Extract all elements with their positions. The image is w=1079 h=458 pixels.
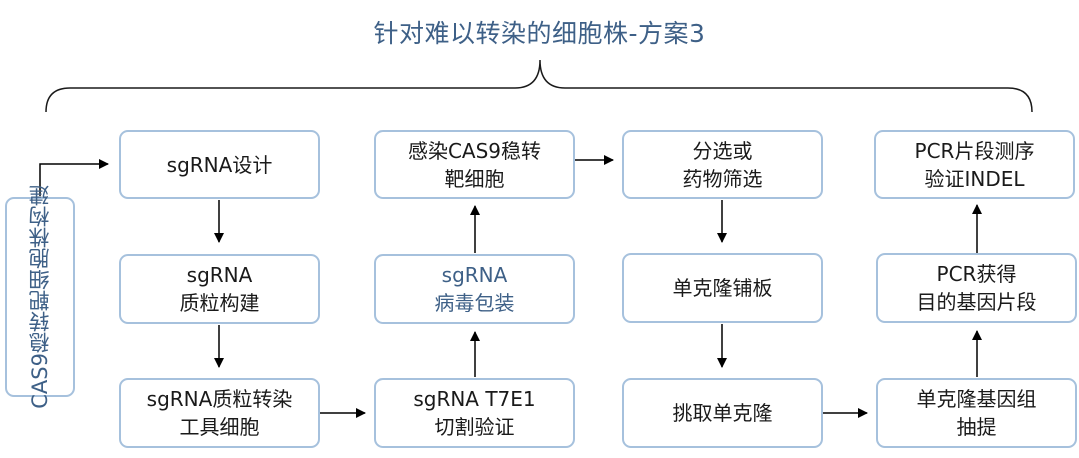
step-label-line: 工具细胞 xyxy=(179,415,260,439)
step-label-line: 切割验证 xyxy=(434,415,515,439)
top-brace xyxy=(45,59,1033,113)
step-sort-or-drug-select: 分选或 药物筛选 xyxy=(622,130,823,199)
step-label-line: 病毒包装 xyxy=(434,291,515,315)
step-label-line: 靶细胞 xyxy=(444,166,505,191)
step-label-line: 目的基因片段 xyxy=(916,290,1037,314)
step-label-line: sgRNA xyxy=(441,263,508,287)
step-plasmid-build: sgRNA 质粒构建 xyxy=(119,254,320,324)
step-label-line: 单克隆铺板 xyxy=(672,276,773,300)
step-pcr-target-fragment: PCR获得 目的基因片段 xyxy=(876,253,1077,323)
step-genome-extraction: 单克隆基因组 抽提 xyxy=(876,378,1077,448)
step-infect-target-cells: 感染CAS9稳转 靶细胞 xyxy=(374,130,575,199)
step-label-line: 抽提 xyxy=(956,415,997,439)
step-label-line: 药物筛选 xyxy=(682,166,763,191)
step-label-line: sgRNA设计 xyxy=(166,152,273,177)
step-virus-packaging: sgRNA 病毒包装 xyxy=(374,254,575,324)
step-label-line: PCR片段测序 xyxy=(914,138,1035,163)
step-label-line: PCR获得 xyxy=(936,262,1017,286)
step-single-clone-plating: 单克隆铺板 xyxy=(622,253,823,323)
step-label-line: sgRNA T7E1 xyxy=(413,387,536,411)
side-box-line-2: 靶细胞株构建 xyxy=(28,185,52,312)
step-label-line: sgRNA质粒转染 xyxy=(146,387,293,411)
step-label-line: 单克隆基因组 xyxy=(916,387,1037,411)
side-box-line-1: CAS9稳转 xyxy=(28,311,52,409)
step-label-line: 验证INDEL xyxy=(924,166,1025,191)
step-t7e1-validation: sgRNA T7E1 切割验证 xyxy=(374,378,575,448)
step-sgrna-design: sgRNA设计 xyxy=(119,130,320,199)
step-pcr-sequencing-indel: PCR片段测序 验证INDEL xyxy=(874,130,1075,199)
step-label-line: sgRNA xyxy=(186,263,253,287)
step-label-line: 分选或 xyxy=(692,138,753,163)
step-pick-single-clone: 挑取单克隆 xyxy=(622,378,823,448)
step-label-line: 感染CAS9稳转 xyxy=(407,138,542,163)
step-label-line: 挑取单克隆 xyxy=(672,401,773,425)
step-transfect-tool-cells: sgRNA质粒转染 工具细胞 xyxy=(119,378,320,448)
arrow-side-to-design xyxy=(39,159,109,196)
cas9-stable-line-label: CAS9稳转 靶细胞株构建 xyxy=(26,185,54,409)
cas9-stable-line-box: CAS9稳转 靶细胞株构建 xyxy=(5,185,75,409)
diagram-title: 针对难以转染的细胞株-方案3 xyxy=(373,19,706,48)
step-label-line: 质粒构建 xyxy=(179,291,260,315)
